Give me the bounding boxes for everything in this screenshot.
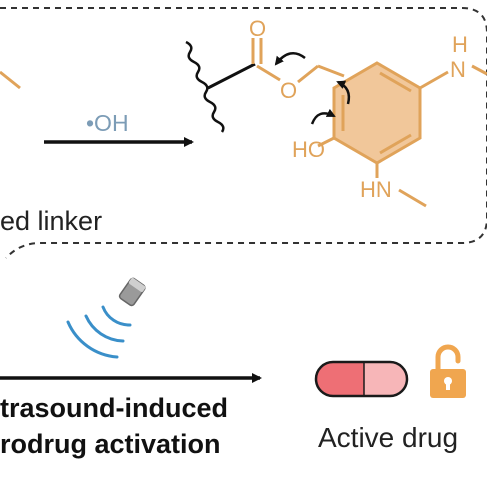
amine-bottom-label: HN [360,177,392,202]
linker-caption: ed linker [0,206,103,236]
dashed-panel-border [0,7,487,259]
cleaved-bond [207,62,256,90]
ultrasound-probe-icon [118,277,146,307]
substituent-bonds [317,64,487,208]
amine-top-h-label: H [452,32,468,57]
amine-top-n-label: N [450,57,466,82]
partial-bond-left [0,70,21,90]
curved-arrow-icon [310,108,336,125]
ultrasound-wave-icon [66,305,132,359]
carbonyl-oxygen-label: O [249,16,266,41]
ester-group [251,38,345,84]
benzene-ring [332,61,422,165]
capsule-icon [314,360,409,398]
ring-double-bonds [341,71,412,155]
curved-arrow-icon [336,80,351,105]
active-drug-label: Active drug [318,422,459,453]
reagent-label: •OH [86,110,129,136]
activation-caption-line1: trasound-induced [0,393,228,423]
activation-caption-line2: rodrug activation [0,429,221,459]
unlocked-padlock-icon [430,344,466,398]
wavy-cleavage-line [185,40,225,133]
ester-oxygen-label: O [280,78,297,103]
curved-arrow-icon [274,51,306,66]
hydroxyl-label: HO [292,137,325,162]
